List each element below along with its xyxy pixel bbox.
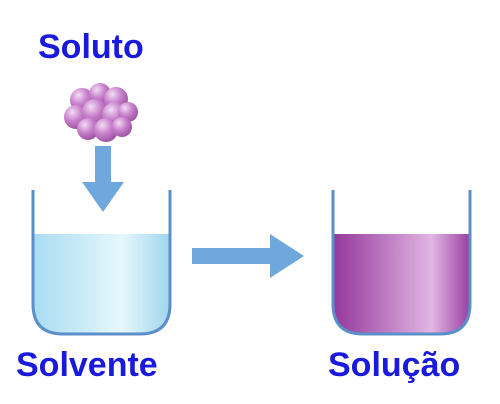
solvent-beaker-icon xyxy=(31,190,172,336)
solute-particle-cluster-icon xyxy=(64,83,138,142)
solution-label: Solução xyxy=(328,346,461,384)
solute-label: Soluto xyxy=(38,28,144,66)
process-arrow-icon xyxy=(192,234,304,278)
solvent-label: Solvente xyxy=(16,346,158,384)
solution-beaker-icon xyxy=(331,190,472,336)
add-solute-arrow-icon xyxy=(82,146,124,212)
